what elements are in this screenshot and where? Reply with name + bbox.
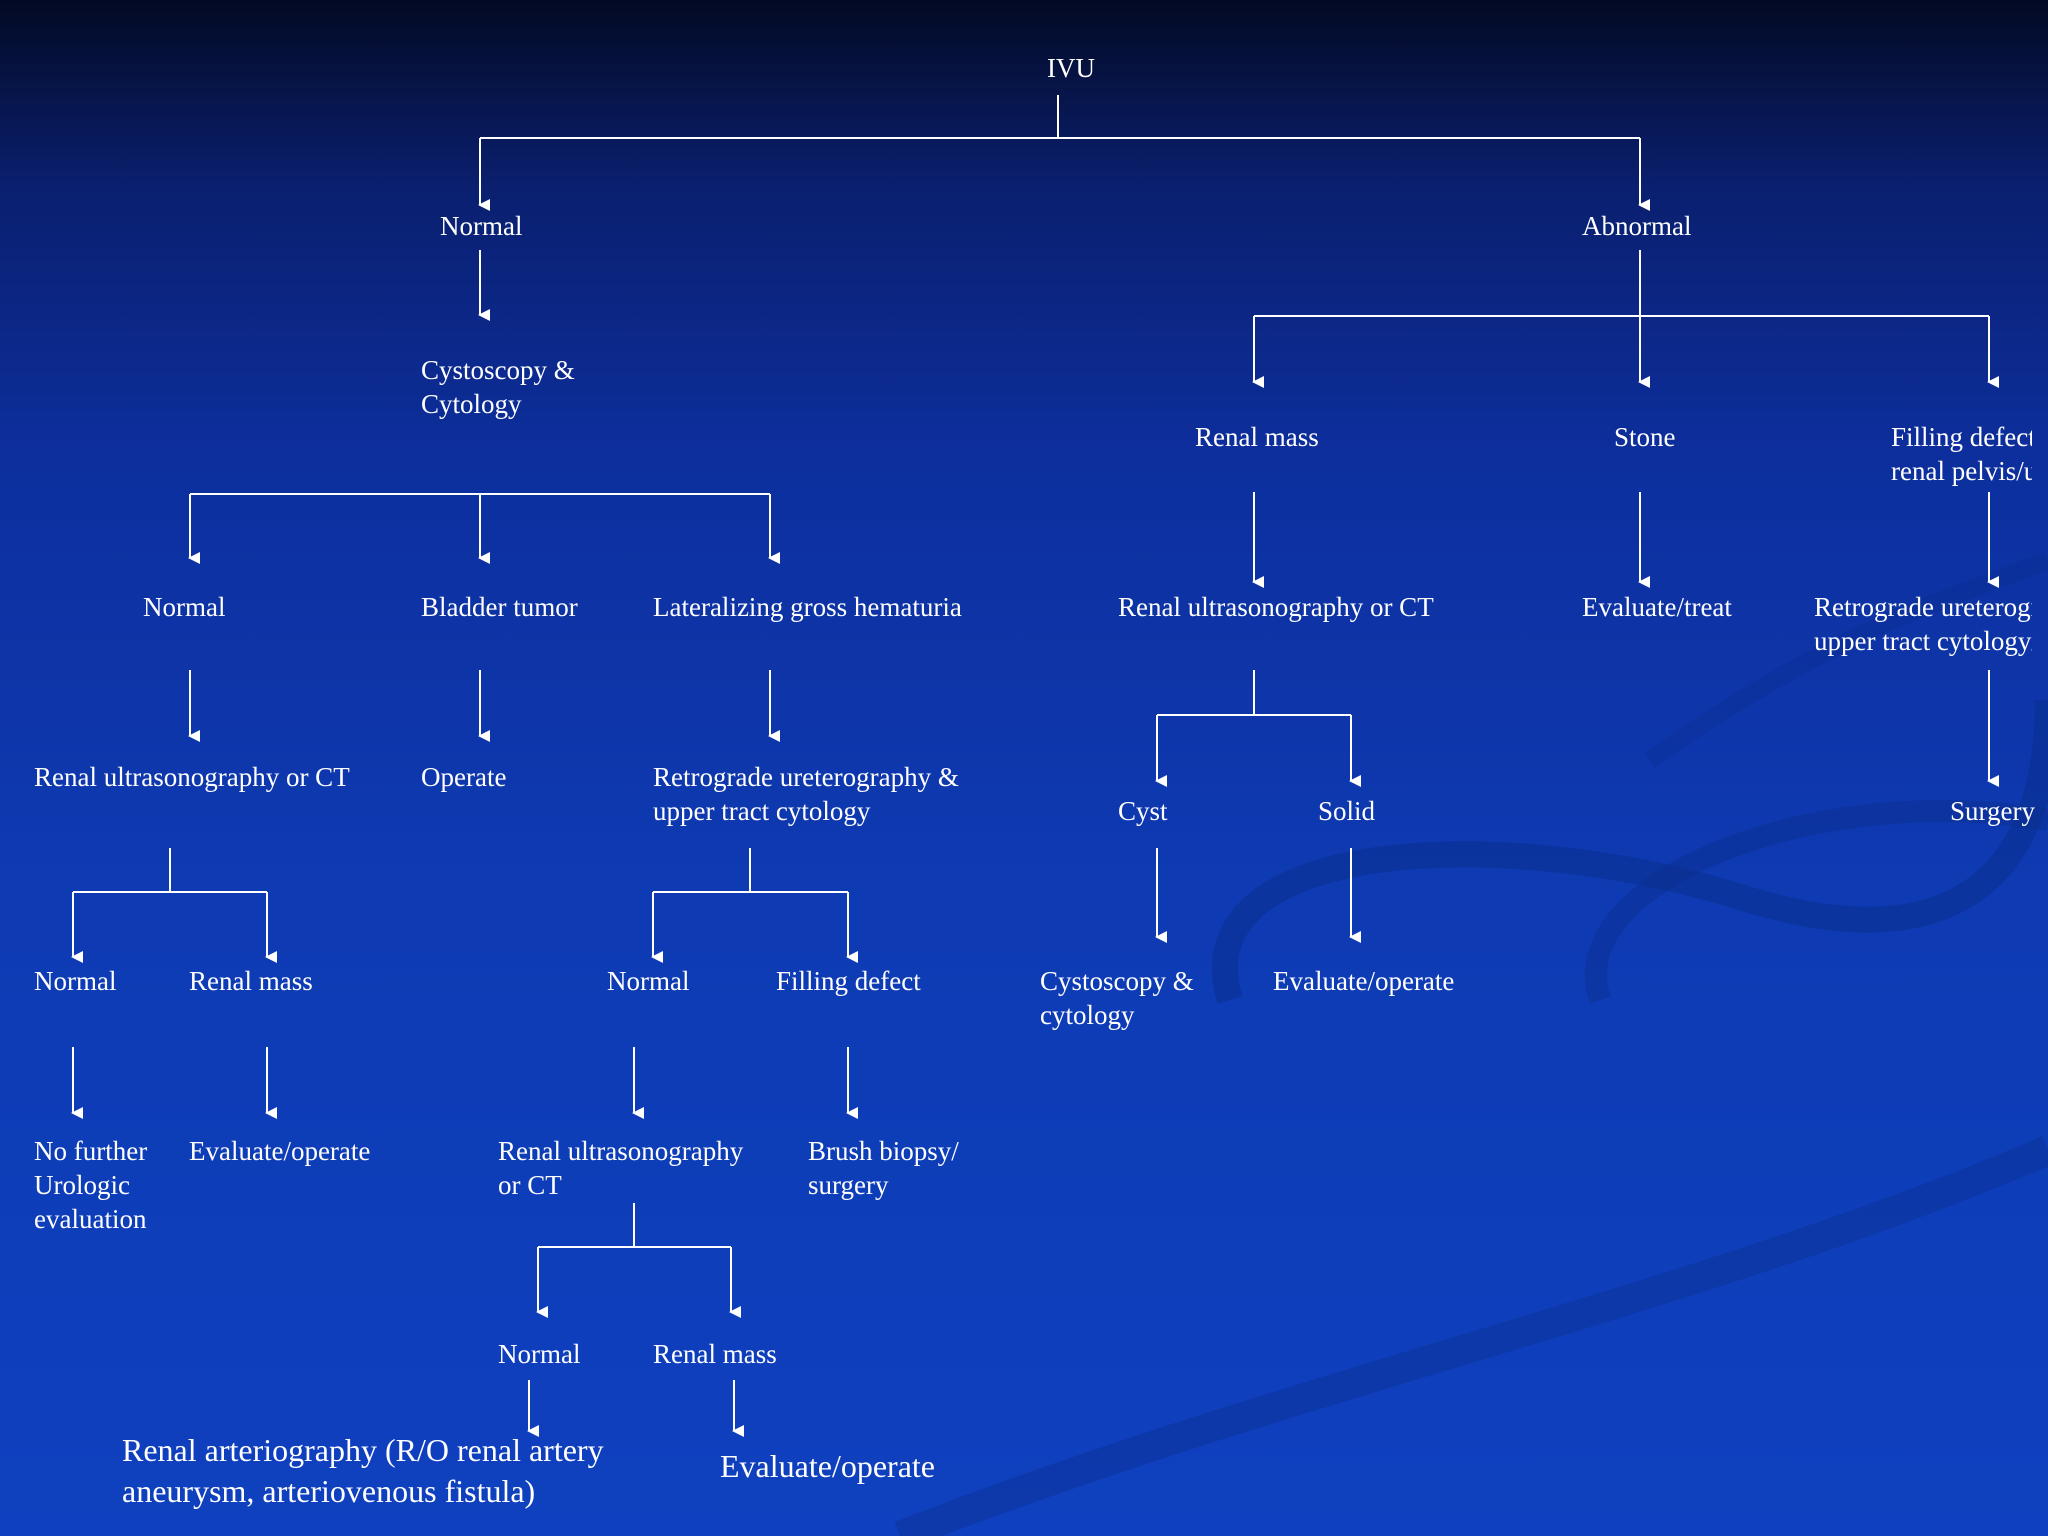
node-evaluate-treat: Evaluate/treat bbox=[1582, 592, 1732, 622]
node-bladder-tumor: Bladder tumor bbox=[421, 592, 578, 622]
node-brush-biopsy: Brush biopsy/ surgery bbox=[808, 1134, 959, 1202]
node-filling-defect-right: Filling defect renal pelvis/u bbox=[1891, 420, 2032, 488]
node-stone: Stone bbox=[1614, 422, 1676, 452]
node-evaluate-left: Evaluate/operate bbox=[189, 1136, 371, 1166]
node-renal-us-mid: Renal ultrasonography or CT bbox=[498, 1134, 743, 1202]
node-cystoscopy-cytology: Cystoscopy & Cytology bbox=[421, 353, 575, 421]
node-no-further: No further Urologic evaluation bbox=[34, 1134, 147, 1236]
node-normal-4: Normal bbox=[607, 966, 690, 996]
node-normal-2: Normal bbox=[143, 592, 226, 622]
node-line: Cystoscopy & bbox=[1040, 966, 1194, 996]
node-line: renal pelvis/u bbox=[1891, 456, 2032, 486]
node-renal-us-left: Renal ultrasonography or CT bbox=[34, 762, 350, 792]
node-line: Filling defect bbox=[1891, 422, 2032, 452]
node-line: Retrograde ureterography & bbox=[653, 762, 959, 792]
node-normal-3: Normal bbox=[34, 966, 117, 996]
node-evaluate-right: Evaluate/operate bbox=[1273, 966, 1455, 996]
node-line: No further bbox=[34, 1136, 148, 1166]
node-retrograde-left: Retrograde ureterography & upper tract c… bbox=[653, 760, 959, 828]
node-solid: Solid bbox=[1318, 796, 1376, 826]
node-line: Brush biopsy/ bbox=[808, 1136, 959, 1166]
node-evaluate-bottom: Evaluate/operate bbox=[720, 1448, 935, 1484]
node-line: Renal arteriography (R/O renal artery bbox=[122, 1432, 604, 1468]
node-line: aneurysm, arteriovenous fistula) bbox=[122, 1473, 536, 1509]
node-ivu: IVU bbox=[1047, 53, 1095, 83]
node-line: Retrograde ureterogra bbox=[1814, 592, 2032, 622]
node-cystoscopy-right: Cystoscopy & cytology bbox=[1040, 964, 1194, 1032]
node-line: upper tract cytology bbox=[653, 796, 871, 826]
node-renal-arteriography: Renal arteriography (R/O renal artery an… bbox=[122, 1430, 604, 1512]
node-cyst: Cyst bbox=[1118, 796, 1168, 826]
node-abnormal: Abnormal bbox=[1582, 211, 1692, 241]
node-operate: Operate bbox=[421, 762, 507, 792]
node-line: upper tract cytology/ bbox=[1814, 626, 2032, 656]
node-normal-5: Normal bbox=[498, 1339, 581, 1369]
node-line: Renal ultrasonography bbox=[498, 1136, 744, 1166]
node-line: Cystoscopy & bbox=[421, 355, 575, 385]
node-renal-mass-bottom: Renal mass bbox=[653, 1339, 777, 1369]
node-line: cytology bbox=[1040, 1000, 1135, 1030]
node-retrograde-right: Retrograde ureterogra upper tract cytolo… bbox=[1814, 590, 2032, 658]
node-line: surgery bbox=[808, 1170, 889, 1200]
node-renal-us-right: Renal ultrasonography or CT bbox=[1118, 592, 1434, 622]
node-filling-defect-mid: Filling defect bbox=[776, 966, 921, 996]
node-surgery: Surgery bbox=[1950, 796, 2035, 826]
node-line: Urologic bbox=[34, 1170, 130, 1200]
node-line: Cytology bbox=[421, 389, 522, 419]
node-line: evaluation bbox=[34, 1204, 147, 1234]
node-renal-mass-left: Renal mass bbox=[189, 966, 313, 996]
node-normal-top: Normal bbox=[440, 211, 523, 241]
node-line: or CT bbox=[498, 1170, 562, 1200]
node-lat-hematuria: Lateralizing gross hematuria bbox=[653, 592, 962, 622]
node-renal-mass-right: Renal mass bbox=[1195, 422, 1319, 452]
